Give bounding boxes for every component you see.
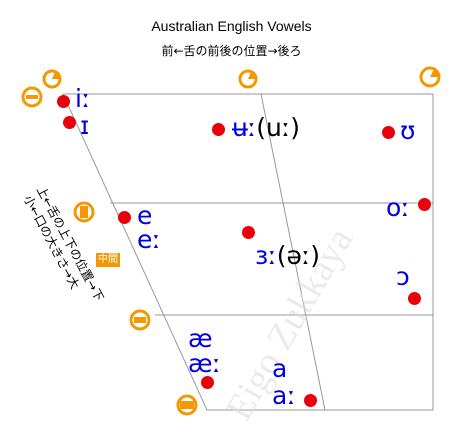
vowel-a: a [272, 354, 288, 383]
chart-subtitle: 前←舌の前後の位置→後ろ [161, 44, 302, 58]
vowel-a-long: aː [272, 381, 296, 410]
vowel-e-long: eː [137, 225, 161, 254]
central-line [260, 93, 326, 411]
dot-i-short [63, 116, 76, 129]
vowel-upsilon: ʊ [400, 116, 416, 145]
vowel-u-bar: ʉː(uː) [232, 115, 300, 140]
dot-upsilon [382, 126, 395, 139]
mouth-icon-close-left [21, 86, 43, 108]
vowel-ae-long: æː [188, 349, 221, 378]
mouth-icon-front-top [42, 69, 62, 89]
center-badge: 中間 [96, 253, 120, 267]
vowel-schwa: ɜː(əː) [255, 243, 320, 268]
mouth-icon-close-mid [73, 201, 95, 223]
vowel-u-bar-alt: (uː) [256, 113, 301, 142]
dot-ae [201, 376, 214, 389]
vowel-e: e [137, 201, 153, 230]
vowel-schwa-alt: (əː) [276, 241, 321, 270]
vowel-schwa-symbol: ɜː [255, 241, 277, 270]
vowel-o-long: oː [386, 193, 410, 222]
vowel-ae: æ [188, 324, 213, 353]
trapezoid-outline [62, 93, 434, 411]
mouth-icon-central-top [238, 69, 258, 89]
dot-schwa [242, 226, 255, 239]
mouth-icon-open-mid [129, 309, 151, 331]
mouth-icon-back-top [419, 66, 441, 88]
dot-i-long [57, 95, 70, 108]
vowel-i-short: ɪ [80, 111, 90, 140]
vowel-u-bar-symbol: ʉː [232, 113, 257, 142]
mouth-icon-open [176, 394, 198, 416]
dot-open-o [408, 292, 421, 305]
dot-u-bar [212, 123, 225, 136]
dot-e [118, 211, 131, 224]
vowel-i-long: iː [75, 84, 91, 113]
chart-title: Australian English Vowels [151, 18, 312, 34]
vowel-open-o: ɔ [396, 262, 410, 291]
dot-a [304, 394, 317, 407]
dot-o-long [418, 198, 431, 211]
